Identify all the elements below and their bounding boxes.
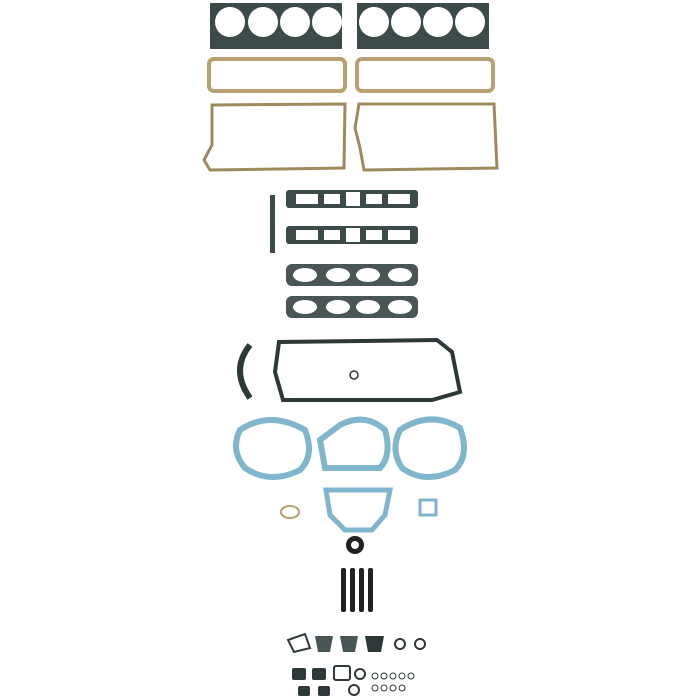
water-pump-gasket-left [233,417,312,480]
side-cover-gasket-left [202,102,347,172]
small-gaskets-row-1 [286,632,426,654]
oil-pan-seal-left [237,343,253,400]
side-cover-gasket-right [353,102,499,172]
small-gaskets-row-2 [292,665,415,696]
intake-strip [270,195,275,253]
o-ring [349,370,359,380]
water-pump-gasket-right [392,416,467,480]
exhaust-gasket-2 [286,296,418,318]
valve-cover-gasket-right [355,57,495,93]
fuel-pump-gasket [418,498,438,517]
timing-cover-gasket [323,487,394,533]
intake-gasket-2 [286,226,418,244]
head-gasket-right [357,3,489,49]
small-gasket [280,505,300,519]
exhaust-gasket-1 [286,264,418,286]
oil-pan-gasket [272,337,463,402]
valve-stem-seal-strips [341,568,373,612]
valve-cover-gasket-left [207,57,347,93]
intake-gasket-1 [286,190,418,208]
water-pump-gasket-center [316,416,391,471]
head-gasket-left [210,3,342,49]
